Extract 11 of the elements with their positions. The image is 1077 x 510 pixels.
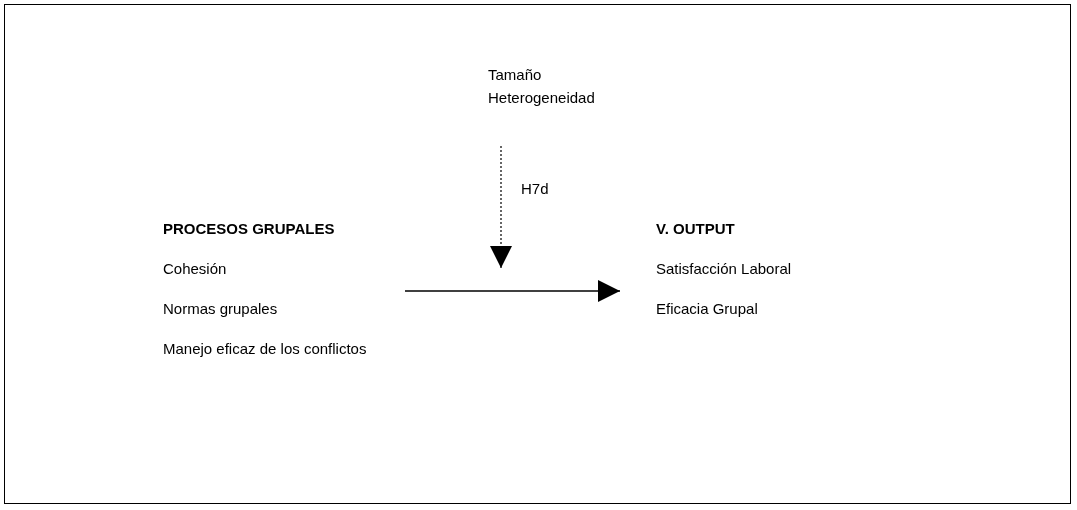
variable-label: Heterogeneidad xyxy=(488,89,595,107)
arrow xyxy=(404,280,621,302)
variable-label: Manejo eficaz de los conflictos xyxy=(163,340,367,358)
variable-label: Normas grupales xyxy=(163,300,278,318)
group-heading: PROCESOS GRUPALES xyxy=(163,220,335,238)
variable-label: Tamaño xyxy=(488,66,542,84)
group-heading: V. OUTPUT xyxy=(656,220,735,238)
variable-label: Cohesión xyxy=(163,260,227,278)
variable-label: Satisfacción Laboral xyxy=(656,260,792,278)
variable-label: Eficacia Grupal xyxy=(656,300,758,318)
dotted-arrow xyxy=(490,145,512,269)
